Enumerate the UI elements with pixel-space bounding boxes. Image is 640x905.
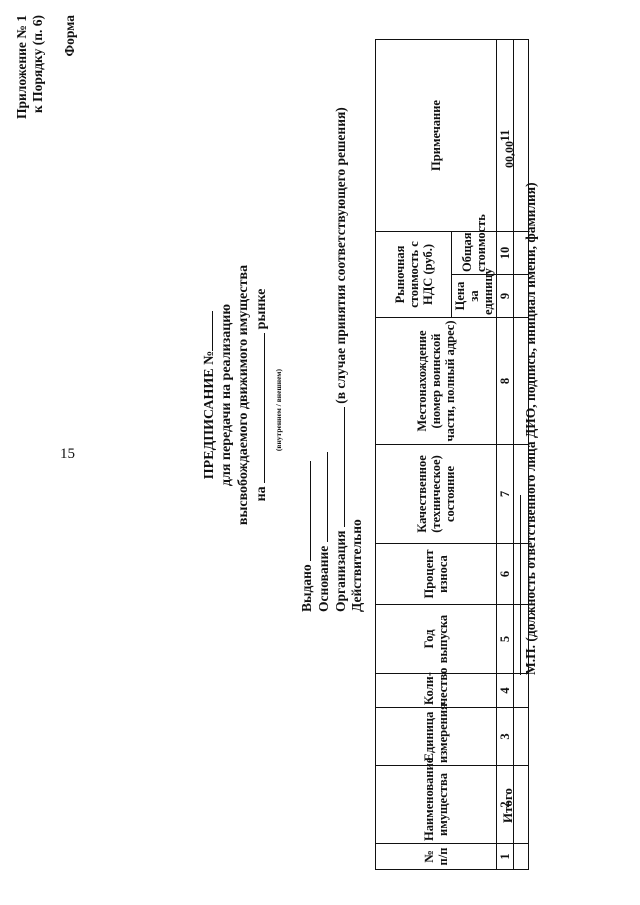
title-line-3: высвобождаемого движимого имущества — [236, 264, 251, 526]
appendix-line-2: к Порядку (п. 6) — [30, 15, 45, 114]
issued-blank — [298, 460, 311, 561]
organization-label: Организация — [333, 530, 348, 612]
header-name: Наименование имущества — [375, 758, 497, 844]
header-year: Год выпуска — [375, 604, 497, 674]
title-market-word: рынке — [254, 288, 269, 330]
header-wear: Процент износа — [375, 543, 497, 605]
total-value: 00,00 — [502, 141, 516, 168]
signature-block: М.П. (должность ответственного лица ДИО,… — [520, 182, 539, 675]
basis-blank — [315, 452, 328, 543]
form-label: Форма — [62, 15, 77, 57]
page-number: 15 — [60, 446, 75, 462]
header-qty: Коли-чество — [375, 668, 497, 708]
header-num: № п/п — [375, 843, 497, 870]
header-unit: Единица измерения — [375, 703, 497, 766]
title-line-2: для передачи на реализацию — [219, 303, 234, 487]
organization-blank — [332, 407, 345, 528]
market-type-blank — [252, 332, 265, 483]
header-note: Примечание — [375, 39, 497, 232]
market-hint: (внутреннем / внешнем) — [274, 368, 283, 452]
appendix-block: Приложение № 1 к Порядку (п. 6) Форма — [14, 15, 78, 175]
column-number: 5 — [496, 604, 514, 674]
valid-label: Действительно — [349, 519, 364, 612]
basis-label: Основание — [316, 545, 331, 612]
column-number: 4 — [496, 673, 514, 708]
column-number: 9 — [496, 274, 514, 318]
total-label: Итого — [500, 788, 515, 823]
column-number: 8 — [496, 317, 514, 445]
document-title: ПРЕДПИСАНИЕ № для передачи на реализацию… — [200, 185, 287, 605]
header-condition: Качественное (техническое) состояние — [375, 444, 497, 544]
header-location: Местонахождение (номер воинской части, п… — [375, 317, 497, 445]
document-number-blank — [200, 310, 213, 351]
title-na-word: на — [254, 486, 269, 502]
header-unit-price: Цена за единицу — [451, 268, 497, 318]
appendix-line-1: Приложение № 1 — [14, 15, 29, 119]
organization-note: (в случае принятия соответствующего реше… — [333, 107, 348, 404]
column-number: 10 — [496, 231, 514, 275]
signature-text: М.П. (должность ответственного лица ДИО,… — [523, 182, 538, 675]
issue-fields: Выдано Основание Организация (в случае п… — [298, 107, 365, 612]
column-number: 3 — [496, 707, 514, 766]
issued-label: Выдано — [299, 564, 314, 612]
column-number: 1 — [496, 843, 514, 870]
header-market-value: Рыночная стоимость с НДС (руб.) — [375, 231, 452, 318]
column-number: 7 — [496, 444, 514, 544]
signature-line — [520, 495, 521, 675]
column-number: 11 — [496, 39, 514, 232]
column-number: 6 — [496, 543, 514, 605]
title-heading: ПРЕДПИСАНИЕ № — [202, 350, 217, 480]
